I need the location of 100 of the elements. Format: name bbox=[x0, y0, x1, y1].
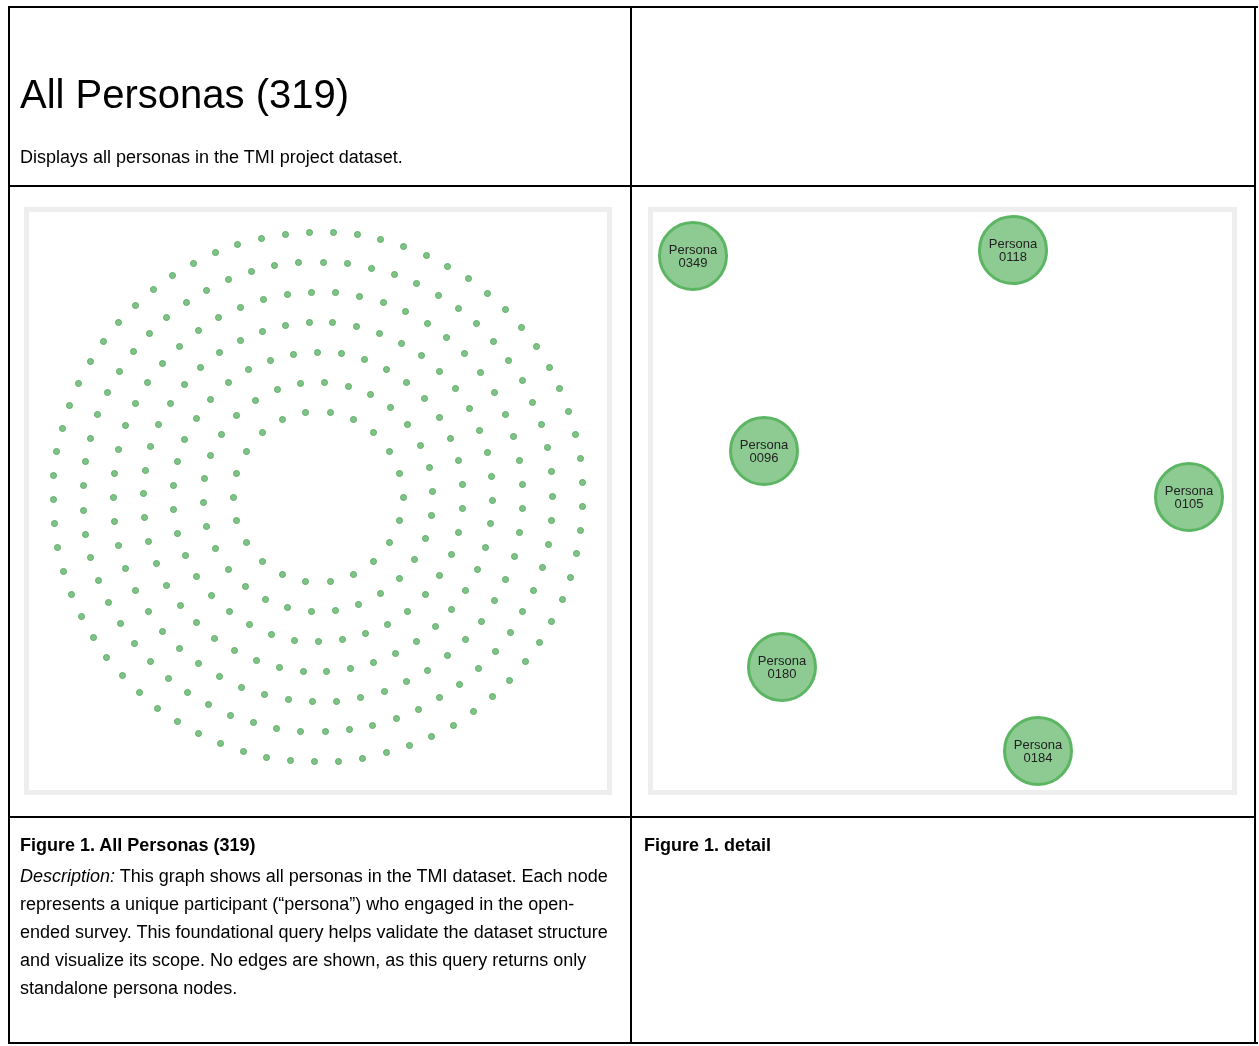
node-dot bbox=[549, 492, 557, 500]
node-dot bbox=[355, 601, 363, 608]
node-dot bbox=[443, 334, 451, 342]
node-dot bbox=[488, 693, 496, 701]
node-dot bbox=[311, 758, 319, 766]
node-dot bbox=[506, 628, 514, 636]
node-dot bbox=[487, 520, 495, 528]
node-dot bbox=[181, 552, 189, 560]
node-dot bbox=[273, 386, 281, 393]
node-dot bbox=[429, 487, 437, 495]
node-dot bbox=[232, 469, 240, 477]
node-dot bbox=[359, 754, 367, 762]
node-dot bbox=[229, 493, 237, 501]
node-dot bbox=[158, 359, 166, 367]
node-dot bbox=[146, 443, 154, 451]
node-dot bbox=[94, 577, 102, 585]
node-dot bbox=[195, 660, 203, 668]
node-dot bbox=[225, 276, 233, 284]
node-dot bbox=[370, 429, 378, 437]
node-dot bbox=[321, 728, 329, 736]
node-dot bbox=[519, 505, 527, 513]
node-dot bbox=[436, 694, 444, 702]
node-dot bbox=[295, 259, 303, 267]
node-dot bbox=[308, 288, 316, 296]
node-dot bbox=[400, 242, 408, 250]
node-dot bbox=[65, 401, 73, 409]
node-dot bbox=[483, 449, 491, 457]
node-dot bbox=[58, 424, 66, 432]
node-dot bbox=[484, 289, 492, 297]
node-dot bbox=[154, 704, 162, 712]
figure-caption: Figure 1. All Personas (319) bbox=[20, 835, 256, 856]
node-dot bbox=[182, 299, 190, 307]
node-dot bbox=[226, 711, 234, 719]
node-dot bbox=[392, 650, 400, 658]
node-dot bbox=[140, 514, 148, 522]
node-dot bbox=[459, 504, 467, 512]
node-dot bbox=[246, 621, 253, 629]
node-dot bbox=[215, 314, 223, 322]
node-dot bbox=[267, 630, 275, 638]
node-dot bbox=[273, 724, 281, 732]
node-dot bbox=[169, 271, 177, 279]
node-dot bbox=[281, 321, 289, 329]
node-dot bbox=[243, 447, 250, 455]
node-dot bbox=[558, 596, 566, 604]
node-dot bbox=[347, 665, 355, 673]
node-dot bbox=[444, 262, 452, 270]
node-dot bbox=[449, 721, 457, 729]
node-dot bbox=[111, 518, 118, 526]
node-dot bbox=[247, 268, 255, 276]
node-dot bbox=[370, 659, 378, 667]
node-dot bbox=[335, 757, 343, 765]
node-dot bbox=[424, 666, 432, 674]
node-dot bbox=[169, 482, 177, 490]
node-dot bbox=[510, 553, 518, 560]
node-dot bbox=[131, 400, 139, 408]
node-dot bbox=[506, 676, 513, 684]
node-dot bbox=[386, 447, 393, 455]
node-dot bbox=[103, 653, 111, 661]
node-dot bbox=[464, 275, 472, 283]
node-dot bbox=[367, 391, 375, 399]
node-dot bbox=[207, 395, 215, 403]
node-dot bbox=[567, 573, 575, 581]
node-dot bbox=[405, 742, 413, 750]
node-dot bbox=[243, 539, 250, 547]
node-dot bbox=[305, 228, 313, 236]
node-dot bbox=[211, 545, 219, 553]
node-dot bbox=[302, 409, 310, 417]
node-dot bbox=[376, 590, 384, 598]
node-dot bbox=[516, 456, 524, 464]
node-dot bbox=[383, 749, 390, 757]
node-dot bbox=[279, 416, 287, 424]
node-dot bbox=[529, 398, 537, 406]
node-dot bbox=[384, 620, 391, 628]
node-dot bbox=[556, 385, 564, 393]
node-dot bbox=[532, 343, 540, 351]
node-dot bbox=[284, 696, 292, 704]
node-dot bbox=[367, 264, 375, 272]
node-dot bbox=[244, 366, 252, 374]
node-dot bbox=[436, 367, 444, 375]
node-dot bbox=[329, 228, 337, 236]
node-dot bbox=[216, 348, 224, 356]
node-dot bbox=[233, 411, 241, 419]
node-dot bbox=[218, 430, 226, 438]
node-dot bbox=[211, 634, 219, 642]
node-dot bbox=[338, 636, 346, 644]
node-dot bbox=[135, 689, 143, 697]
node-dot bbox=[204, 701, 212, 709]
node-dot bbox=[224, 379, 232, 387]
node-dot bbox=[434, 291, 442, 299]
node-dot bbox=[461, 636, 469, 643]
node-dot bbox=[380, 687, 388, 695]
node-dot bbox=[193, 573, 201, 581]
node-dot bbox=[412, 638, 420, 646]
node-dot bbox=[302, 577, 310, 585]
node-dot bbox=[260, 691, 268, 699]
node-dot bbox=[357, 694, 365, 701]
node-dot bbox=[166, 400, 174, 407]
node-dot bbox=[519, 480, 527, 488]
node-dot bbox=[576, 454, 584, 462]
node-dot bbox=[356, 292, 364, 300]
